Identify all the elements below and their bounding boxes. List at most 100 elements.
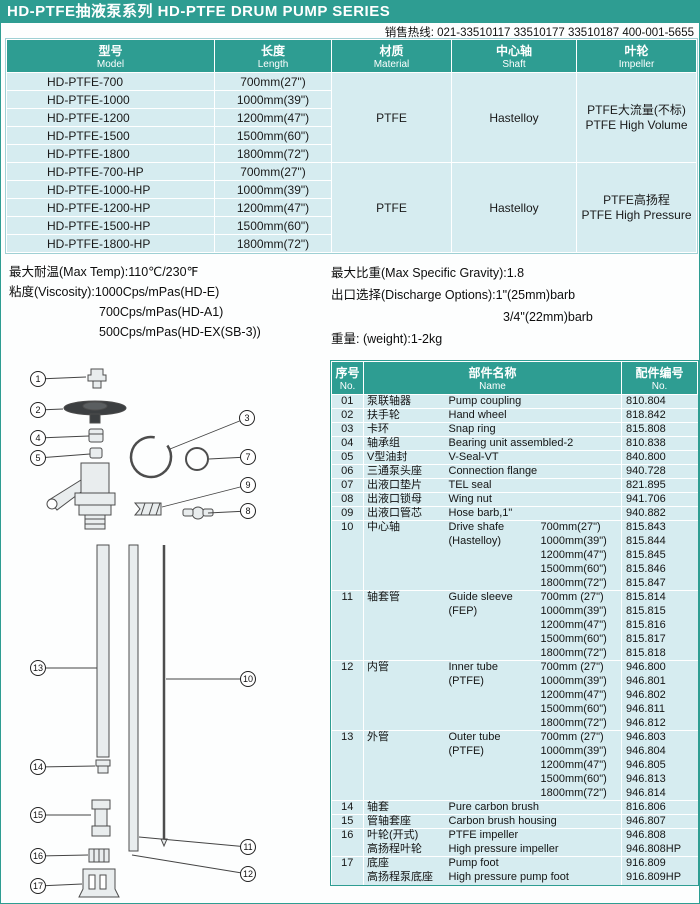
callout-leader-line <box>37 376 87 380</box>
part-name-en: (FEP) <box>445 604 539 619</box>
callout-number: 15 <box>33 810 43 820</box>
part-size: 700mm (27") <box>538 730 622 745</box>
part-name-en <box>445 688 539 703</box>
part-name-en <box>445 548 539 563</box>
housing-top <box>91 799 111 810</box>
spec-header-length-en: Length <box>257 59 289 70</box>
spec-length: 1500mm(60") <box>214 216 332 235</box>
part-name-en: (Hastelloy) <box>445 534 539 549</box>
spec-length: 1500mm(60") <box>214 126 332 145</box>
callout-leader-line <box>138 836 249 848</box>
coupling-shape <box>87 368 107 382</box>
part-no <box>331 534 364 549</box>
part-name-zh <box>363 772 446 787</box>
part-name-en: Outer tube <box>445 730 539 745</box>
part-code: 946.803 <box>621 730 698 745</box>
part-name-zh: 底座 <box>363 856 446 871</box>
part-no <box>331 758 364 773</box>
part-no <box>331 618 364 633</box>
spec-header-impeller-zh: 叶轮 <box>624 44 649 58</box>
callout-number: 2 <box>35 405 40 415</box>
spec-model: HD-PTFE-1000 <box>6 90 215 109</box>
part-name-en: TEL seal <box>445 478 622 493</box>
part-size: 1000mm(39") <box>538 674 622 689</box>
spec-shaft: Hastelloy <box>451 72 577 163</box>
parts-header-code-zh: 配件编号 <box>635 366 684 380</box>
part-size: 1500mm(60") <box>538 772 622 787</box>
part-no: 09 <box>331 506 364 521</box>
seal-ring-shape <box>185 447 209 471</box>
part-no: 12 <box>331 660 364 675</box>
part-name-zh: 轴套 <box>363 800 446 815</box>
part-name-zh: 扶手轮 <box>363 408 446 423</box>
spec-shaft: Hastelloy <box>451 162 577 253</box>
part-name-en <box>445 646 539 661</box>
part-code: 815.808 <box>621 422 698 437</box>
callout-number: 1 <box>35 374 40 384</box>
part-no <box>331 688 364 703</box>
callout-leader-line <box>131 854 249 875</box>
spec-impeller-line: PTFE高扬程 <box>603 192 670 207</box>
part-name-en <box>445 576 539 591</box>
parts-table-row: 1800mm(72")815.818 <box>331 646 698 661</box>
part-code: 940.882 <box>621 506 698 521</box>
callout-leader-line <box>161 484 249 508</box>
pump-head-thread <box>84 514 106 530</box>
sales-hotline: 销售热线: 021-33510117 33510177 33510187 400… <box>384 27 694 39</box>
part-name-en <box>445 562 539 577</box>
part-name-en <box>445 632 539 647</box>
callout-leader-line <box>169 417 248 450</box>
part-no <box>331 562 364 577</box>
part-name-en: Wing nut <box>445 492 622 507</box>
part-code: 815.814 <box>621 590 698 605</box>
part-name-en: (PTFE) <box>445 744 539 759</box>
part-name-en: PTFE impeller <box>445 828 622 843</box>
part-code: 946.800 <box>621 660 698 675</box>
part-no <box>331 772 364 787</box>
part-name-en: Snap ring <box>445 422 622 437</box>
part-code: 946.813 <box>621 772 698 787</box>
part-code: 815.816 <box>621 618 698 633</box>
parts-header-name-en: Name <box>479 381 506 392</box>
part-name-en <box>445 716 539 731</box>
part-size: 1800mm(72") <box>538 716 622 731</box>
part-code: 810.804 <box>621 394 698 409</box>
part-name-zh: 管轴套座 <box>363 814 446 829</box>
callout-leader-line <box>37 453 91 459</box>
part-size: 1000mm(39") <box>538 534 622 549</box>
parts-table-row: (Hastelloy)1000mm(39")815.844 <box>331 534 698 549</box>
bush-bottom <box>97 765 109 774</box>
part-no <box>331 702 364 717</box>
parts-header-name: 部件名称 Name <box>362 361 623 395</box>
part-no <box>331 576 364 591</box>
callout-leader-line <box>37 765 96 768</box>
callout-circle <box>30 759 46 775</box>
part-name-zh <box>363 548 446 563</box>
part-code: 815.818 <box>621 646 698 661</box>
spec-table-header: 型号 Model 长度 Length 材质 Material 中心轴 Shaft… <box>6 39 697 73</box>
part-size: 700mm (27") <box>538 660 622 675</box>
part-size: 1500mm(60") <box>538 632 622 647</box>
part-no: 15 <box>331 814 364 829</box>
part-code: 815.847 <box>621 576 698 591</box>
spec-model: HD-PTFE-1200 <box>6 108 215 127</box>
part-no: 01 <box>331 394 364 409</box>
callout-circle <box>30 402 46 418</box>
part-size: 1200mm(47") <box>538 548 622 563</box>
part-code: 946.804 <box>621 744 698 759</box>
part-no: 04 <box>331 436 364 451</box>
parts-table-row: 1200mm(47")815.845 <box>331 548 698 563</box>
